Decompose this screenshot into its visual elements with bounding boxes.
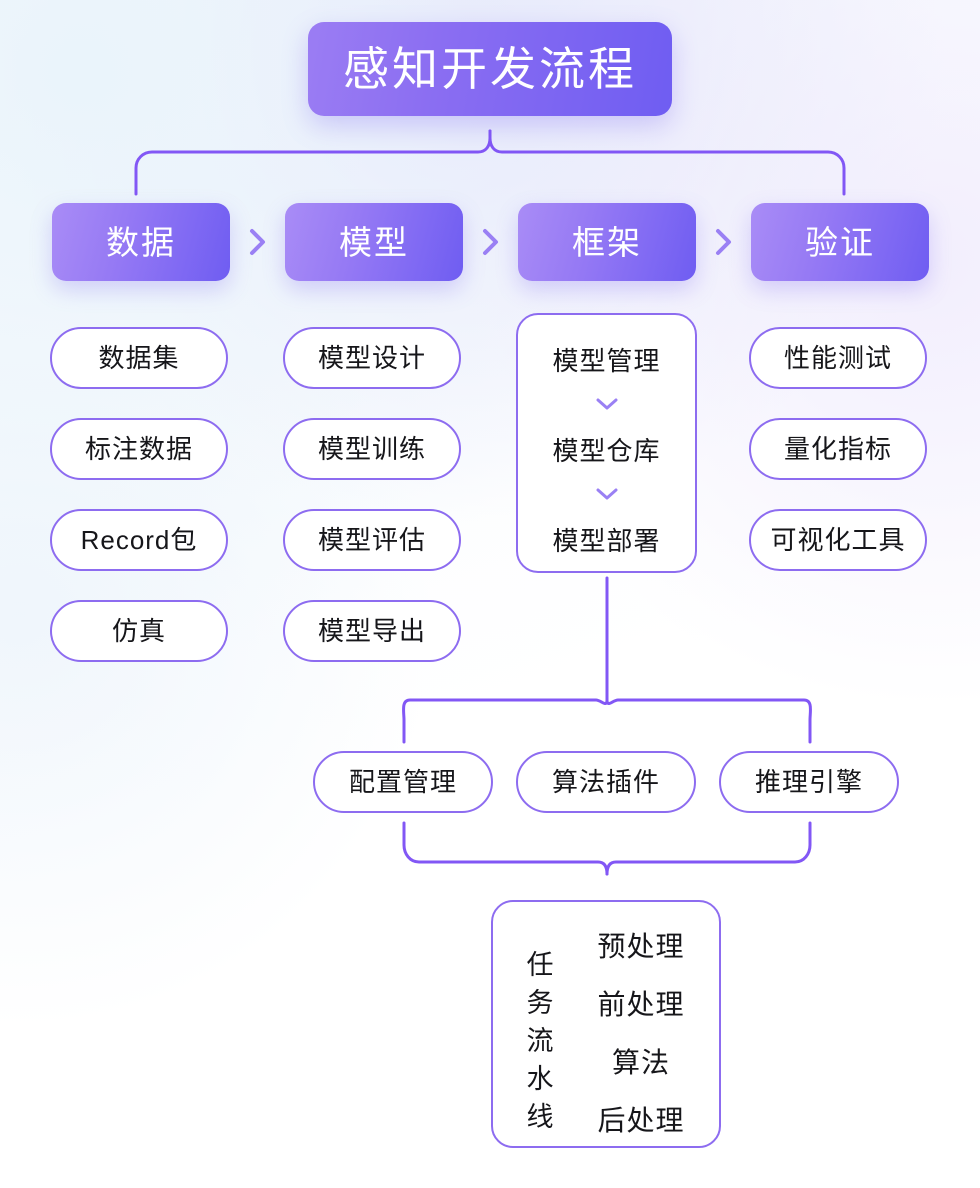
vertical-label-char: 水 xyxy=(526,1064,554,1094)
brace-title-left xyxy=(134,129,492,196)
pill-label: 推理引擎 xyxy=(754,767,863,797)
task-pipeline-steps: 预处理 前处理 算法 后处理 xyxy=(571,916,711,1148)
chevron-down-icon xyxy=(518,486,695,502)
pipeline-step-postprocess[interactable]: 后处理 xyxy=(597,1105,685,1136)
brace-title-right xyxy=(488,129,846,196)
pipeline-step-front-process[interactable]: 前处理 xyxy=(597,989,685,1020)
vertical-label-char: 任 xyxy=(526,950,554,980)
brace-pipeline-right xyxy=(605,821,812,876)
stage-chip-label: 验证 xyxy=(805,223,875,261)
chevron-right-icon xyxy=(710,226,738,258)
task-pipeline-box: 任 务 流 水 线 预处理 前处理 算法 后处理 xyxy=(491,900,721,1148)
list-item-model-deployment[interactable]: 模型部署 xyxy=(552,526,661,556)
list-item-model-training[interactable]: 模型训练 xyxy=(283,418,461,480)
task-pipeline-vertical-label: 任 务 流 水 线 xyxy=(523,946,557,1136)
pill-label: 模型训练 xyxy=(317,434,426,464)
list-item-dataset[interactable]: 数据集 xyxy=(50,327,228,389)
brace-framework-right xyxy=(605,698,812,744)
chevron-right-icon xyxy=(244,226,272,258)
pill-label: 标注数据 xyxy=(84,434,193,464)
pill-label: 性能测试 xyxy=(783,343,892,373)
vertical-label-char: 务 xyxy=(526,988,554,1018)
pill-label: 模型导出 xyxy=(317,616,426,646)
stage-chip-data[interactable]: 数据 xyxy=(52,203,230,281)
list-item-simulation[interactable]: 仿真 xyxy=(50,600,228,662)
list-item-algorithm-plugin[interactable]: 算法插件 xyxy=(516,751,696,813)
list-item-quantization-metrics[interactable]: 量化指标 xyxy=(749,418,927,480)
list-item-visualization-tool[interactable]: 可视化工具 xyxy=(749,509,927,571)
pill-label: 模型评估 xyxy=(317,525,426,555)
list-item-model-design[interactable]: 模型设计 xyxy=(283,327,461,389)
list-item-model-export[interactable]: 模型导出 xyxy=(283,600,461,662)
list-item-labeled-data[interactable]: 标注数据 xyxy=(50,418,228,480)
pill-label: 可视化工具 xyxy=(770,525,906,555)
vertical-label-char: 流 xyxy=(526,1026,554,1056)
page-title-label: 感知开发流程 xyxy=(343,43,637,95)
vertical-label-char: 线 xyxy=(526,1102,554,1132)
pill-label: 仿真 xyxy=(111,616,166,646)
pill-label: Record包 xyxy=(80,525,198,555)
pill-label: 算法插件 xyxy=(551,767,660,797)
brace-framework-left xyxy=(402,698,609,744)
pill-label: 模型设计 xyxy=(317,343,426,373)
pill-label: 配置管理 xyxy=(348,767,457,797)
stage-chip-framework[interactable]: 框架 xyxy=(518,203,696,281)
pill-label: 量化指标 xyxy=(783,434,892,464)
chevron-right-icon xyxy=(477,226,505,258)
chevron-down-icon xyxy=(518,396,695,412)
list-item-model-evaluation[interactable]: 模型评估 xyxy=(283,509,461,571)
stage-chip-model[interactable]: 模型 xyxy=(285,203,463,281)
stage-chip-label: 数据 xyxy=(106,223,176,261)
list-item-config-management[interactable]: 配置管理 xyxy=(313,751,493,813)
pipeline-step-algorithm[interactable]: 算法 xyxy=(611,1047,670,1078)
list-item-model-repository[interactable]: 模型仓库 xyxy=(552,436,661,466)
framework-stack-box: 模型管理 模型仓库 模型部署 xyxy=(516,313,697,573)
list-item-record-package[interactable]: Record包 xyxy=(50,509,228,571)
pill-label: 数据集 xyxy=(98,343,180,373)
list-item-inference-engine[interactable]: 推理引擎 xyxy=(719,751,899,813)
stage-chip-validation[interactable]: 验证 xyxy=(751,203,929,281)
list-item-model-management[interactable]: 模型管理 xyxy=(552,346,661,376)
list-item-performance-test[interactable]: 性能测试 xyxy=(749,327,927,389)
brace-pipeline-left xyxy=(402,821,609,876)
stage-chip-label: 模型 xyxy=(339,223,409,261)
stage-chip-label: 框架 xyxy=(572,223,642,261)
pipeline-step-preprocess[interactable]: 预处理 xyxy=(597,931,685,962)
page-title: 感知开发流程 xyxy=(308,22,672,116)
